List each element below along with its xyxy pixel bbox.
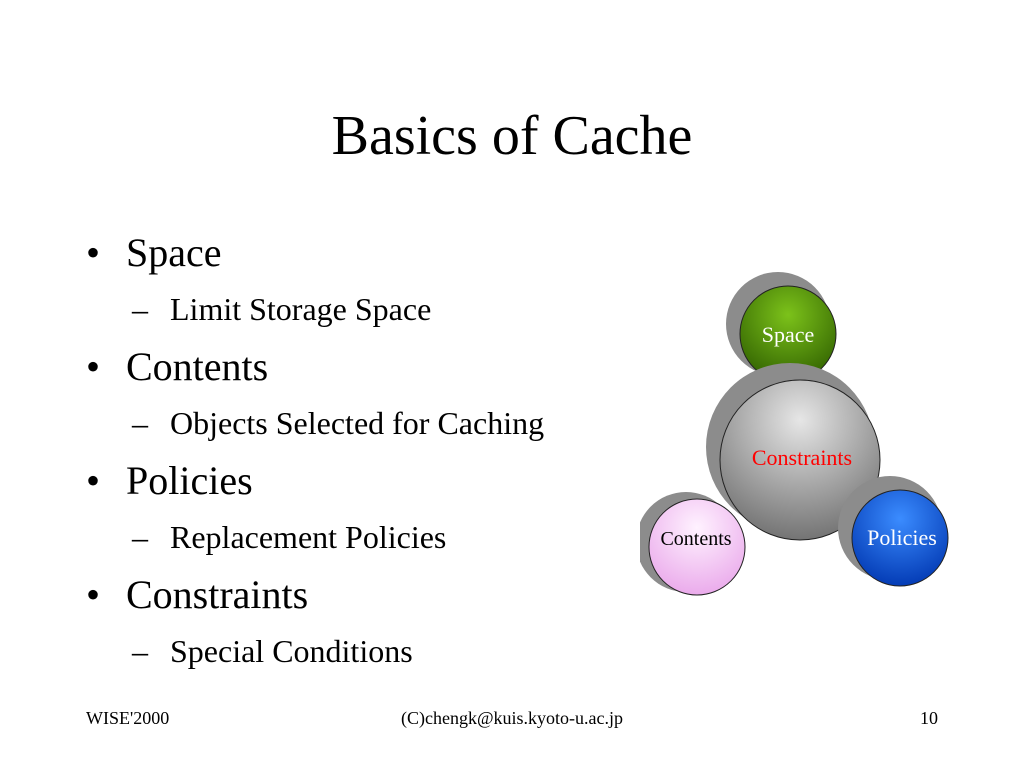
contents-node-label: Contents <box>660 528 731 550</box>
policies-node: Policies <box>838 476 949 587</box>
policies-node-circle <box>851 489 949 587</box>
diagram-svg: Space Constraints Contents Policies <box>640 272 949 596</box>
footer-left: WISE'2000 <box>86 708 170 728</box>
sub-bullet-symbol: – <box>132 519 148 555</box>
footer-center: (C)chengk@kuis.kyoto-u.ac.jp <box>400 708 624 728</box>
bullet-label: Policies <box>126 458 253 503</box>
sub-bullet-symbol: – <box>132 633 148 669</box>
contents-node-circle <box>648 498 746 596</box>
bullet-label: Contents <box>126 344 269 389</box>
sub-bullet-symbol: – <box>132 291 148 327</box>
space-node: Space <box>726 272 837 383</box>
bullet-item-constraints: • Constraints – Special Conditions <box>86 568 666 680</box>
cache-diagram: Space Constraints Contents Policies <box>640 262 960 612</box>
space-node-label: Space <box>762 322 815 347</box>
bullet-item-contents: • Contents – Objects Selected for Cachin… <box>86 340 666 452</box>
bullet-symbol: • <box>86 572 101 617</box>
sub-bullet-symbol: – <box>132 405 148 441</box>
bullet-symbol: • <box>86 344 101 389</box>
constraints-node-circle <box>719 379 881 541</box>
bullet-symbol: • <box>86 230 101 275</box>
sub-bullet-label: Special Conditions <box>170 633 413 669</box>
contents-node: Contents <box>640 492 746 596</box>
bullet-label: Space <box>126 230 222 275</box>
bullet-symbol: • <box>86 458 101 503</box>
sub-bullet-label: Objects Selected for Caching <box>170 405 545 441</box>
bullet-label: Constraints <box>126 572 309 617</box>
sub-bullet-label: Replacement Policies <box>170 519 447 555</box>
bullet-list: • Space – Limit Storage Space • Contents… <box>86 226 666 682</box>
footer-page-number: 10 <box>920 708 938 728</box>
bullet-item-space: • Space – Limit Storage Space <box>86 226 666 338</box>
sub-bullet-label: Limit Storage Space <box>170 291 432 327</box>
constraints-node: Constraints <box>706 363 881 541</box>
policies-node-label: Policies <box>867 525 937 550</box>
constraints-node-label: Constraints <box>752 445 852 470</box>
bullet-item-policies: • Policies – Replacement Policies <box>86 454 666 566</box>
slide-title: Basics of Cache <box>331 105 693 167</box>
